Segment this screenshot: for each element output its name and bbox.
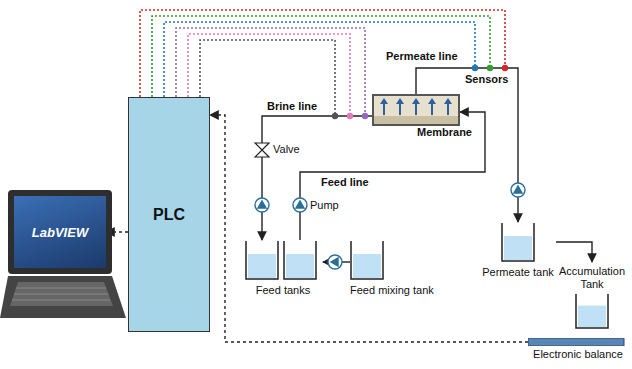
electronic-balance: Electronic balance <box>528 338 628 361</box>
pipe-connector <box>300 112 485 240</box>
laptop-lid <box>8 190 112 274</box>
pump-symbol <box>293 198 307 212</box>
flux-arrow <box>380 98 388 104</box>
tank-label: Feed tanks <box>243 284 323 297</box>
sensor-dot <box>332 113 338 119</box>
line-label: Brine line <box>266 100 318 113</box>
pump-symbol <box>258 201 266 208</box>
tank-liquid <box>353 254 381 278</box>
screen-label: LabVIEW <box>32 226 88 239</box>
tank-label: Feed mixing tank <box>350 284 438 297</box>
pipe-connector <box>416 68 518 222</box>
tank-outline <box>502 223 534 261</box>
permeate-tank: Permeate tank <box>480 222 556 279</box>
laptop-keyboard <box>10 282 113 306</box>
pump-symbol <box>514 186 522 193</box>
tank-outline <box>351 241 383 279</box>
pump-symbol <box>255 198 269 212</box>
tank-drawing <box>575 293 609 329</box>
pump-symbol <box>296 201 304 208</box>
tank-liquid <box>504 236 532 260</box>
flux-arrow <box>415 103 417 115</box>
sensor-dot <box>502 65 508 71</box>
sensor-label: Sensors <box>464 73 509 86</box>
valve-label: Valve <box>272 143 301 156</box>
pipe-connector <box>556 242 592 262</box>
pump-symbol <box>511 183 525 197</box>
membrane-module: Membrane <box>372 94 460 126</box>
line-label: Feed line <box>320 176 370 189</box>
accumulation-tank: Accumulation Tank <box>558 262 626 329</box>
pump-symbol <box>331 258 338 266</box>
sensor-wire <box>188 34 350 113</box>
flux-arrow <box>412 98 420 104</box>
sensor-dot <box>472 65 478 71</box>
pump-label: Pump <box>309 199 340 212</box>
key-row <box>16 288 106 289</box>
pump-symbol <box>328 255 342 269</box>
key-row <box>12 300 110 301</box>
feed-tanks: Feed tanks <box>243 240 323 297</box>
flux-arrow <box>396 98 404 104</box>
line-label: Permeate line <box>385 50 459 63</box>
flux-arrow <box>428 98 436 104</box>
plc-label: PLC <box>153 206 185 224</box>
sensor-dot <box>487 65 493 71</box>
sensor-wire <box>200 40 335 113</box>
flux-arrow <box>399 103 401 115</box>
tank-label: Permeate tank <box>480 266 556 279</box>
balance-plate <box>528 338 628 346</box>
pipe-connector <box>262 116 372 240</box>
sensor-dot <box>362 113 368 119</box>
membrane-label: Membrane <box>417 126 472 139</box>
balance-plate <box>528 338 624 346</box>
tank-outline <box>246 241 278 279</box>
tank-outline <box>576 294 608 328</box>
membrane-layer <box>374 116 458 124</box>
mixing-tank: Feed mixing tank <box>350 240 438 297</box>
sensor-wire <box>140 10 505 97</box>
tank-liquid <box>286 254 314 278</box>
tank-liquid <box>248 254 276 278</box>
flux-arrow <box>447 103 449 115</box>
valve-symbol <box>255 143 269 157</box>
plc-box: PLC <box>128 97 210 332</box>
flux-arrow <box>383 103 385 115</box>
flux-arrow <box>431 103 433 115</box>
key-row <box>14 294 108 295</box>
tank-drawing <box>243 240 319 280</box>
laptop-base <box>0 276 126 318</box>
software-screen: LabVIEW <box>14 196 106 268</box>
tank-label: Accumulation Tank <box>558 265 626 291</box>
flux-arrow <box>444 98 452 104</box>
tank-liquid <box>578 306 606 327</box>
tank-drawing <box>350 240 384 280</box>
tank-drawing <box>501 222 535 262</box>
sensor-dot <box>347 113 353 119</box>
membrane-drawing <box>374 96 458 124</box>
signal-connector <box>210 115 528 342</box>
balance-label: Electronic balance <box>528 348 628 361</box>
tank-outline <box>284 241 316 279</box>
